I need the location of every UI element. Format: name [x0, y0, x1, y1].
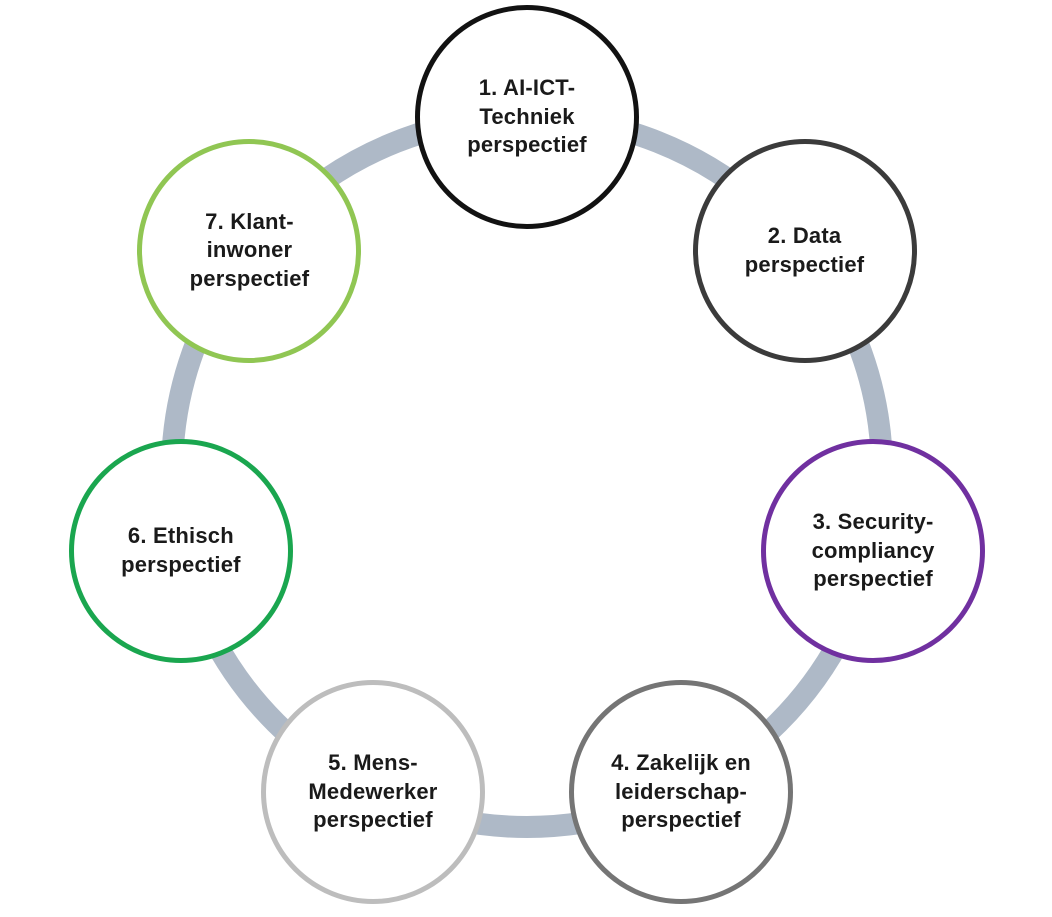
perspective-node-label: 3. Security- compliancy perspectief: [811, 509, 935, 592]
perspective-node-label: 1. AI-ICT- Techniek perspectief: [467, 75, 587, 158]
perspective-node-6: 6. Ethisch perspectief: [68, 438, 293, 663]
perspective-node-3: 3. Security- compliancy perspectief: [761, 438, 986, 663]
perspective-node-label: 5. Mens- Medewerker perspectief: [308, 749, 438, 833]
perspective-node-1: 1. AI-ICT- Techniek perspectief: [415, 5, 639, 229]
perspective-node-5: 5. Mens- Medewerker perspectief: [260, 679, 485, 904]
perspective-node-7: 7. Klant- inwoner perspectief: [137, 138, 362, 363]
perspective-node-label: 4. Zakelijk en leiderschap- perspectief: [611, 749, 751, 833]
perspective-node-label: 2. Data perspectief: [744, 223, 865, 277]
perspective-node-label: 6. Ethisch perspectief: [121, 523, 241, 577]
perspective-node-2: 2. Data perspectief: [692, 138, 917, 363]
perspective-node-4: 4. Zakelijk en leiderschap- perspectief: [569, 679, 794, 904]
perspective-node-label: 7. Klant- inwoner perspectief: [189, 208, 310, 291]
